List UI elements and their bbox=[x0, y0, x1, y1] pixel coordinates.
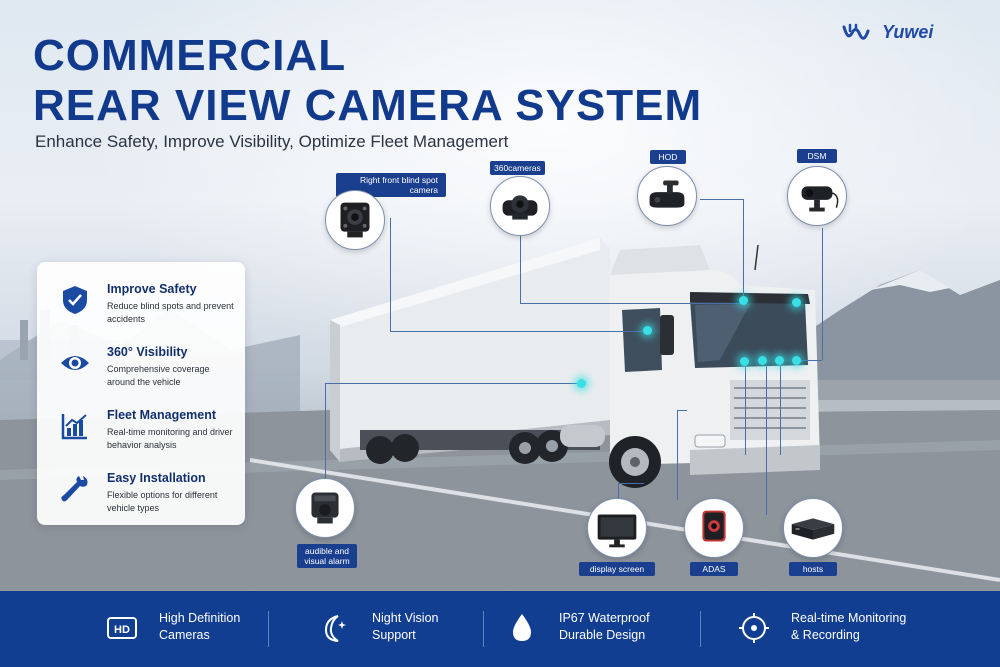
connector-line bbox=[618, 483, 619, 499]
connector-line bbox=[822, 228, 823, 360]
label-dsm: DSM bbox=[797, 149, 837, 163]
alarm-speaker-icon bbox=[311, 492, 339, 524]
product-dsm-camera[interactable] bbox=[787, 166, 847, 226]
product-360-camera[interactable] bbox=[490, 176, 550, 236]
camera-point-indicator bbox=[740, 357, 749, 366]
feature-divider bbox=[268, 611, 269, 647]
feature-label: Night Vision bbox=[372, 611, 439, 625]
benefit-item-safety: Improve Safety Reduce blind spots and pr… bbox=[37, 282, 245, 342]
connector-line bbox=[796, 360, 822, 361]
benefit-title: Improve Safety bbox=[107, 282, 197, 296]
benefits-panel: Improve Safety Reduce blind spots and pr… bbox=[37, 262, 245, 525]
dome-camera-icon bbox=[502, 195, 538, 220]
truck-illustration bbox=[330, 238, 820, 488]
benefit-desc: Comprehensive coverage around the vehicl… bbox=[107, 364, 210, 387]
connector-line bbox=[520, 303, 745, 304]
label-360-cameras: 360cameras bbox=[490, 161, 545, 175]
connector-line bbox=[780, 365, 781, 455]
product-display-screen[interactable] bbox=[587, 498, 647, 558]
benefit-item-installation: Easy Installation Flexible options for d… bbox=[37, 471, 245, 531]
benefit-title: Fleet Management bbox=[107, 408, 217, 422]
feature-label: & Recording bbox=[791, 628, 860, 642]
chart-icon bbox=[61, 414, 87, 440]
feature-label: Cameras bbox=[159, 628, 210, 642]
connector-line bbox=[677, 410, 687, 411]
connector-line bbox=[618, 483, 644, 484]
label-display-screen: display screen bbox=[579, 562, 655, 576]
benefit-desc: Flexible options for different vehicle t… bbox=[107, 490, 218, 513]
brand-name: Yuwei bbox=[882, 22, 934, 42]
hod-camera-icon bbox=[649, 180, 685, 208]
feature-label: Support bbox=[372, 628, 416, 642]
connector-line bbox=[390, 218, 391, 331]
hd-icon: HD bbox=[107, 617, 137, 639]
product-adas-camera[interactable] bbox=[684, 498, 744, 558]
connector-line bbox=[325, 383, 582, 384]
camera-point-indicator bbox=[739, 296, 748, 305]
feature-label: High Definition bbox=[159, 611, 241, 625]
shield-check-icon bbox=[63, 286, 87, 314]
page-title-line2: REAR VIEW CAMERA SYSTEM bbox=[33, 81, 703, 130]
camera-point-indicator bbox=[792, 356, 801, 365]
dvr-host-icon bbox=[791, 518, 835, 540]
monitor-icon bbox=[597, 514, 637, 548]
product-hosts[interactable] bbox=[783, 498, 843, 558]
label-hosts: hosts bbox=[789, 562, 837, 576]
feature-bar: HD High Definition Cameras Night Vision … bbox=[0, 591, 1000, 667]
page-subtitle: Enhance Safety, Improve Visibility, Opti… bbox=[35, 132, 509, 151]
moon-star-icon bbox=[324, 615, 346, 642]
brand-wave-icon bbox=[842, 23, 870, 40]
connector-line bbox=[390, 331, 648, 332]
label-audible-alarm: audible and visual alarm bbox=[297, 544, 357, 568]
brand-logo: Yuwei bbox=[842, 22, 933, 43]
benefit-title: 360° Visibility bbox=[107, 345, 188, 359]
feature-divider bbox=[700, 611, 701, 647]
label-hod: HOD bbox=[650, 150, 686, 164]
feature-waterproof: IP67 Waterproof Durable Design bbox=[505, 591, 715, 667]
connector-line bbox=[766, 365, 767, 515]
feature-night-vision: Night Vision Support bbox=[318, 591, 518, 667]
feature-label: Durable Design bbox=[559, 628, 646, 642]
benefit-item-visibility: 360° Visibility Comprehensive coverage a… bbox=[37, 345, 245, 405]
product-hod-camera[interactable] bbox=[637, 166, 697, 226]
page-title-line1: COMMERCIAL bbox=[33, 31, 347, 80]
adas-camera-icon bbox=[702, 510, 726, 542]
feature-realtime-monitoring: Real-time Monitoring & Recording bbox=[737, 591, 967, 667]
feature-label: IP67 Waterproof bbox=[559, 611, 650, 625]
camera-point-indicator bbox=[792, 298, 801, 307]
camera-point-indicator bbox=[577, 379, 586, 388]
wrench-icon bbox=[61, 476, 88, 502]
product-audible-visual-alarm[interactable] bbox=[295, 478, 355, 538]
connector-line bbox=[325, 383, 326, 478]
connector-line bbox=[520, 225, 521, 303]
dsm-camera-icon bbox=[801, 186, 839, 212]
benefit-desc: Real-time monitoring and driver behavior… bbox=[107, 427, 233, 450]
monitoring-target-icon bbox=[739, 613, 769, 643]
benefit-desc: Reduce blind spots and prevent accidents bbox=[107, 301, 234, 324]
feature-hd-cameras: HD High Definition Cameras bbox=[105, 591, 305, 667]
eye-icon bbox=[61, 356, 89, 370]
camera-point-indicator bbox=[775, 356, 784, 365]
label-adas: ADAS bbox=[690, 562, 738, 576]
connector-line bbox=[745, 365, 746, 455]
square-camera-icon bbox=[340, 202, 370, 238]
svg-text:HD: HD bbox=[114, 624, 130, 636]
product-right-front-camera[interactable] bbox=[325, 190, 385, 250]
camera-point-indicator bbox=[758, 356, 767, 365]
camera-point-indicator bbox=[643, 326, 652, 335]
benefit-title: Easy Installation bbox=[107, 471, 206, 485]
feature-label: Real-time Monitoring bbox=[791, 611, 907, 625]
feature-divider bbox=[483, 611, 484, 647]
connector-line bbox=[743, 199, 744, 296]
benefit-item-fleet: Fleet Management Real-time monitoring an… bbox=[37, 408, 245, 468]
water-drop-icon bbox=[513, 614, 531, 641]
connector-line bbox=[700, 199, 744, 200]
connector-line bbox=[677, 410, 678, 500]
